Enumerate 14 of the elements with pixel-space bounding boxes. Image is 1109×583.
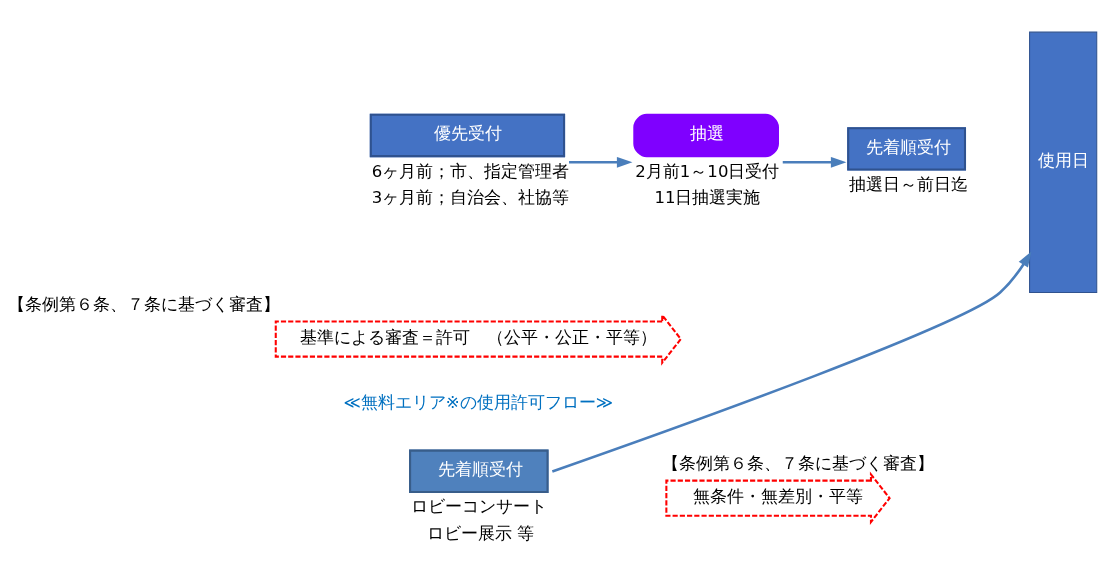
- arrow: [551, 251, 1032, 473]
- node-label: 6ヶ月前；市、指定管理者: [371, 161, 570, 181]
- label: ≪無料エリア※の使用許可フロー≫: [343, 393, 613, 413]
- node-label: ロビー展示 等: [426, 524, 534, 544]
- node-label: 【条例第６条、７条に基づく審査】: [662, 454, 935, 474]
- node-label: ロビーコンサート: [411, 497, 548, 517]
- node-label: 3ヶ月前；自治会、社協等: [371, 188, 570, 208]
- node-label: 抽選日～前日迄: [849, 175, 969, 195]
- node-label: 11日抽選実施: [654, 188, 761, 208]
- arrow: [569, 156, 633, 168]
- node-label: 【条例第６条、７条に基づく審査】: [8, 294, 281, 314]
- arrow: [782, 156, 847, 168]
- node-box: 使用日: [1029, 31, 1098, 294]
- node-label: 2月前1～10日受付: [635, 161, 780, 181]
